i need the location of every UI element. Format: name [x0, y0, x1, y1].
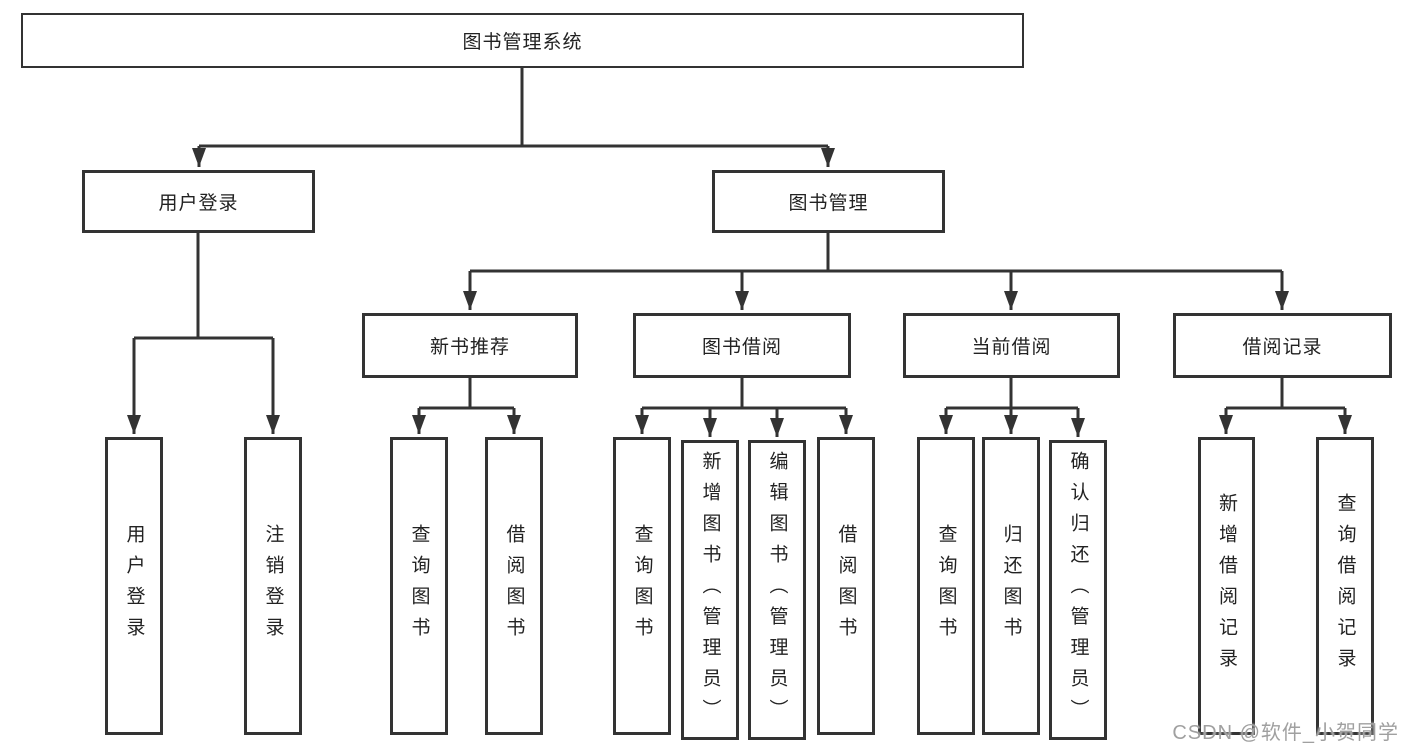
node-book-borrow: 图书借阅 — [633, 313, 851, 378]
node-label: 用户登录 — [158, 193, 239, 214]
node-root-library-system: 图书管理系统 — [21, 13, 1024, 68]
leaf-query-books-borrow: 查询图书 — [613, 437, 671, 735]
leaf-label: 确认归还（管理员） — [1067, 450, 1089, 730]
leaf-borrow-books: 借阅图书 — [817, 437, 875, 735]
node-label: 图书管理 — [788, 193, 869, 214]
leaf-confirm-return-admin: 确认归还（管理员） — [1049, 440, 1107, 740]
leaf-logout-login: 注销登录 — [244, 437, 302, 735]
node-label: 图书管理系统 — [462, 32, 583, 53]
leaf-label: 查询图书 — [935, 524, 957, 648]
leaf-label: 借阅图书 — [835, 524, 857, 648]
leaf-label: 编辑图书（管理员） — [766, 450, 788, 730]
leaf-label: 新增借阅记录 — [1216, 493, 1237, 679]
leaf-label: 查询图书 — [408, 524, 430, 648]
leaf-query-borrow-record: 查询借阅记录 — [1316, 437, 1374, 735]
node-user-login: 用户登录 — [82, 170, 315, 233]
leaf-label: 借阅图书 — [503, 524, 525, 648]
leaf-edit-books-admin: 编辑图书（管理员） — [748, 440, 806, 740]
node-current-borrow: 当前借阅 — [903, 313, 1120, 378]
leaf-label: 查询图书 — [631, 524, 653, 648]
leaf-add-borrow-record: 新增借阅记录 — [1198, 437, 1255, 735]
node-label: 图书借阅 — [701, 337, 782, 358]
node-borrow-record: 借阅记录 — [1173, 313, 1392, 378]
node-book-management: 图书管理 — [712, 170, 945, 233]
leaf-label: 注销登录 — [262, 524, 284, 648]
node-label: 借阅记录 — [1242, 337, 1323, 358]
node-label: 当前借阅 — [971, 337, 1052, 358]
leaf-label: 归还图书 — [1000, 524, 1022, 648]
leaf-label: 新增图书（管理员） — [699, 450, 721, 730]
leaf-add-books-admin: 新增图书（管理员） — [681, 440, 739, 740]
csdn-watermark: CSDN @软件_小贺同学 — [1172, 722, 1399, 744]
node-label: 新书推荐 — [429, 337, 510, 358]
leaf-query-books-current: 查询图书 — [917, 437, 975, 735]
node-new-book-recommend: 新书推荐 — [362, 313, 578, 378]
leaf-query-books-recommend: 查询图书 — [390, 437, 448, 735]
leaf-user-login: 用户登录 — [105, 437, 163, 735]
leaf-return-books: 归还图书 — [982, 437, 1040, 735]
leaf-label: 查询借阅记录 — [1334, 493, 1356, 679]
leaf-borrow-books-recommend: 借阅图书 — [485, 437, 543, 735]
leaf-label: 用户登录 — [123, 524, 145, 648]
